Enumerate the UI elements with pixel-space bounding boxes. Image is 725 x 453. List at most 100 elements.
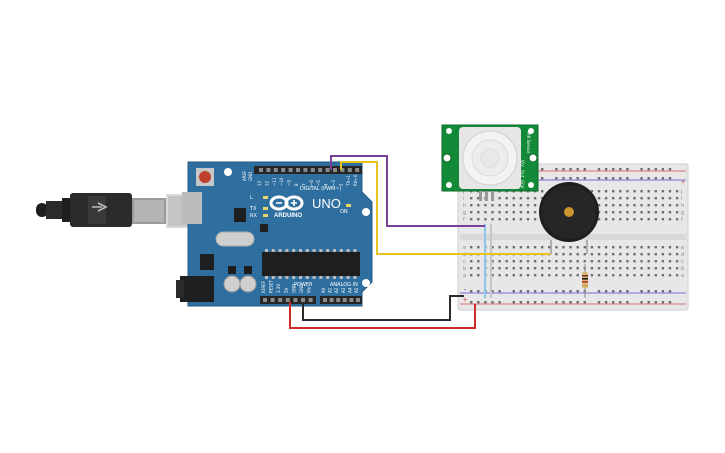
row-letter: h [681, 203, 684, 209]
pin-label: 7 [301, 183, 306, 186]
pir-label-out: Out [520, 170, 525, 178]
header-pin[interactable] [310, 168, 315, 172]
led-on-label: ON [340, 209, 348, 215]
gnd-label: GND [248, 172, 253, 181]
header-pin[interactable] [329, 298, 334, 302]
header-pin[interactable] [293, 298, 298, 302]
pin-label: Vin [307, 286, 312, 293]
row-letter: a [681, 273, 684, 279]
pir-label-gnd: Gnd [520, 180, 525, 189]
pir-pin [479, 191, 482, 201]
header-pin[interactable] [347, 168, 352, 172]
analog-label: ANALOG IN [330, 282, 358, 288]
pin-label: A0 [321, 287, 326, 293]
led-tx-label: TX [249, 206, 257, 212]
header-pin[interactable] [349, 298, 354, 302]
row-letter: g [681, 210, 684, 216]
wire-5v[interactable] [289, 302, 476, 329]
buzzer-center [564, 207, 574, 217]
row-letter: j [462, 189, 464, 195]
row-letter: h [463, 203, 466, 209]
pin-label: A2 [334, 287, 339, 293]
header-pin[interactable] [356, 298, 360, 302]
header-pin[interactable] [281, 168, 286, 172]
rail-minus-label: - [464, 287, 467, 294]
aref-label: AREF [242, 170, 247, 181]
power-label: POWER [294, 282, 313, 288]
row-letter: a [463, 273, 466, 279]
header-pin[interactable] [288, 168, 293, 172]
header-pin[interactable] [342, 298, 347, 302]
header-pin[interactable] [270, 298, 275, 302]
header-pin[interactable] [336, 298, 341, 302]
pin-label: 2 [338, 183, 343, 186]
pin-label: 12 [264, 180, 269, 186]
header-pin[interactable] [296, 168, 300, 172]
row-letter: b [681, 266, 684, 272]
header-pin[interactable] [303, 168, 308, 172]
digital-label: DIGITAL (PWM~) [300, 186, 342, 192]
mounting-hole [362, 208, 370, 216]
mounting-hole [362, 279, 370, 287]
rail-plus-label: + [463, 297, 467, 304]
pin-label: ~9 [287, 180, 292, 186]
pin-label: 5V [284, 287, 289, 293]
header-pin[interactable] [308, 298, 313, 302]
header-pin[interactable] [263, 298, 267, 302]
header-pin[interactable] [355, 168, 360, 172]
wire-ground[interactable] [302, 295, 464, 321]
led-l-label: L [250, 195, 253, 201]
pir-pin [491, 191, 494, 201]
pin-label: A5 [354, 287, 359, 293]
pin-label: RESET [269, 280, 274, 293]
pin-label: A4 [347, 287, 352, 293]
pin-label: 8 [294, 183, 299, 186]
header-pin[interactable] [259, 168, 263, 172]
mounting-hole [224, 168, 232, 176]
row-letter: e [681, 245, 684, 251]
header-pin[interactable] [278, 298, 283, 302]
piezo-buzzer[interactable] [539, 182, 599, 254]
pin-label: RX←0 [353, 174, 358, 186]
header-pin[interactable] [333, 168, 337, 172]
pir-label-vcc: Vcc [520, 160, 525, 167]
pin-label: ~6 [309, 180, 314, 186]
resistor[interactable] [582, 264, 588, 298]
row-letter: j [680, 189, 682, 195]
model-label: UNO [312, 196, 341, 211]
header-pin[interactable] [285, 298, 290, 302]
header-pin[interactable] [266, 168, 271, 172]
usb-cable[interactable] [36, 193, 194, 228]
brand-label: ARDUINO [274, 213, 302, 219]
pin-label: ~10 [279, 177, 284, 186]
wire-pir-signal[interactable] [330, 155, 485, 227]
usb-symbol-icon [92, 202, 108, 212]
digital-header [254, 166, 362, 174]
row-letter: f [681, 217, 683, 223]
chip-pins [265, 276, 357, 279]
header-pin[interactable] [273, 168, 278, 172]
row-letter: c [463, 259, 466, 265]
chip-pins [265, 249, 357, 252]
row-letter: b [463, 266, 466, 272]
header-pin[interactable] [301, 298, 305, 302]
wire-buzzer-signal[interactable] [340, 161, 551, 255]
pin-label: TX→1 [346, 174, 351, 187]
pin-label: ~3 [331, 180, 336, 186]
pin-label: IOREF [261, 280, 266, 293]
atmega-chip [262, 252, 360, 276]
pin-label: A1 [328, 287, 333, 293]
pir-pin [485, 191, 488, 201]
row-letter: i [463, 196, 464, 202]
pir-sensor[interactable]: PIR Sensor Vcc Out Gnd [441, 124, 539, 201]
header-pin[interactable] [325, 168, 330, 172]
pin-label: 3.3V [276, 284, 281, 293]
header-pin[interactable] [318, 168, 323, 172]
analog-header [320, 296, 362, 304]
usb-b-receptacle [182, 192, 202, 224]
header-pin[interactable] [323, 298, 327, 302]
header-pin[interactable] [340, 168, 345, 172]
capacitor [239, 275, 257, 293]
